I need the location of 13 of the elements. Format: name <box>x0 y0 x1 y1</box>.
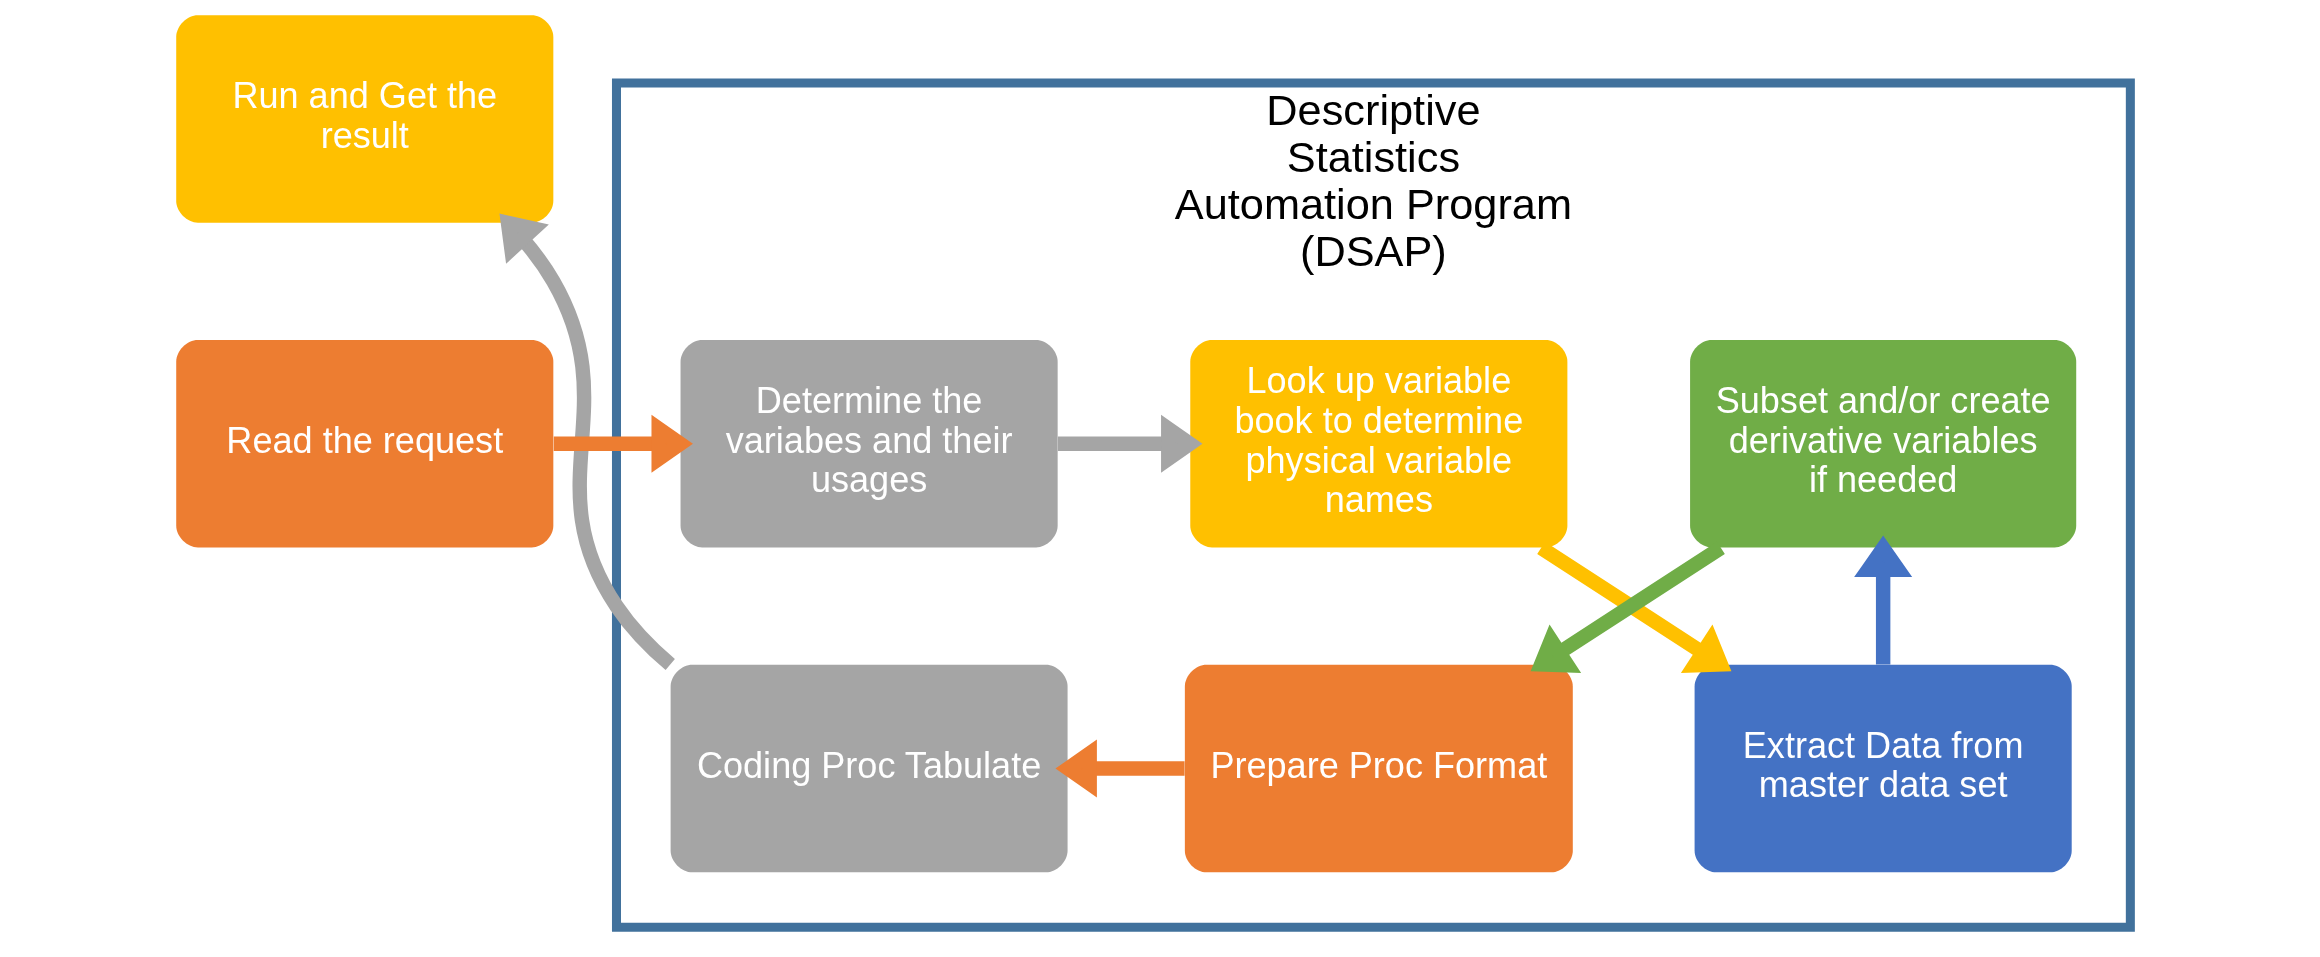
node-box: Run and Get the result <box>175 15 553 223</box>
arrow <box>553 414 693 473</box>
arrow <box>1853 535 1912 665</box>
node-box: Prepare Proc Format <box>1184 664 1573 873</box>
node-box: Coding Proc Tabulate <box>670 664 1068 873</box>
arrow <box>498 213 675 671</box>
arrow <box>1057 414 1202 473</box>
node-box: Determine the variabes and their usages <box>680 340 1058 548</box>
node-box: Extract Data from master data set <box>1694 664 2072 873</box>
arrow <box>1054 739 1185 798</box>
node-box: Look up variable book to determine physical variable names <box>1189 340 1567 548</box>
node-box: Read the request <box>175 340 553 548</box>
node-box: Subset and/or create derivative variables if needed <box>1689 340 2076 548</box>
